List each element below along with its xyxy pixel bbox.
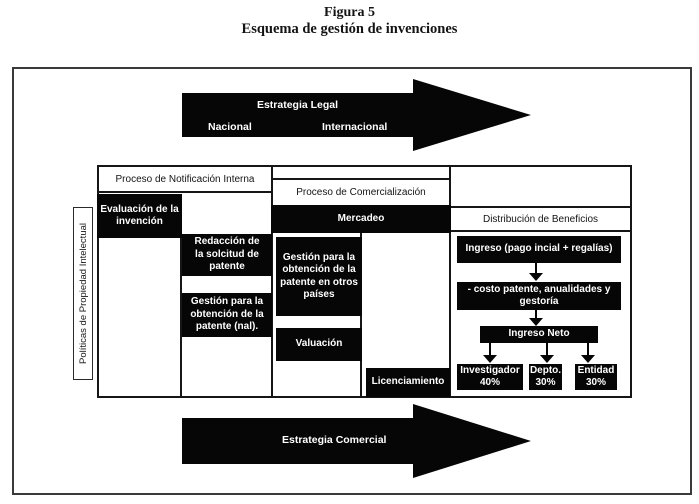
table-left-line [97,165,99,398]
table-top-line [97,165,632,167]
beneficios-header-topline [449,206,632,208]
arrow-neto-to-depto-icon [540,355,554,363]
arrow-neto-to-investigador-icon [483,355,497,363]
arrow-costos-to-neto-icon [529,318,543,326]
legal-international-label: Internacional [322,121,388,133]
commercial-strategy-arrow-body: Estrategia Comercial [182,418,413,464]
figure-number: Figura 5 [324,5,375,20]
beneficios-header-underline [449,230,632,232]
figure-frame [12,67,692,495]
notificacion-header-underline [97,191,273,193]
arrow-neto-to-entidad-stem [587,343,589,357]
subcolumn-divider-1 [180,194,182,398]
box-mercadeo: Mercadeo [271,205,451,233]
legal-strategy-arrow-body: Estrategia Legal Nacional Internacional [182,93,413,137]
column-divider-2 [449,165,451,398]
legal-strategy-label: Estrategia Legal [256,99,339,111]
box-depto: Depto.30% [529,364,562,390]
side-label-box: Políticas de Propiedad Intelectual [73,207,93,380]
column-divider-1 [271,165,273,398]
table-right-line [630,165,632,398]
figure-title-block: Figura 5 Esquema de gestión de invencion… [0,4,699,38]
box-valuacion: Valuación [276,328,362,361]
header-proceso-notificacion: Proceso de Notificación Interna [115,173,255,185]
commercial-strategy-label: Estrategia Comercial [282,434,387,446]
arrow-neto-to-investigador-stem [489,343,491,357]
box-licenciamiento: Licenciamiento [366,368,450,397]
box-ingreso-neto: Ingreso Neto [480,326,598,343]
comercializacion-header-topline [271,178,451,180]
arrow-ingreso-to-costos-stem [535,263,537,274]
commercial-strategy-arrowhead-icon [413,404,531,478]
header-distribucion-beneficios: Distribución de Beneficios [482,213,599,225]
arrow-costos-to-neto-stem [535,309,537,320]
table-bottom-line [97,396,632,398]
arrow-neto-to-entidad-icon [581,355,595,363]
side-label: Políticas de Propiedad Intelectual [77,222,89,365]
legal-strategy-arrowhead-icon [413,79,531,151]
legal-national-label: Nacional [208,121,252,133]
figure-caption: Esquema de gestión de invenciones [241,21,458,37]
box-ingreso: Ingreso (pago incial + regalías) [457,236,621,263]
arrow-ingreso-to-costos-icon [529,273,543,281]
arrow-neto-to-depto-stem [546,343,548,357]
header-proceso-comercializacion: Proceso de Comercialización [296,186,426,198]
